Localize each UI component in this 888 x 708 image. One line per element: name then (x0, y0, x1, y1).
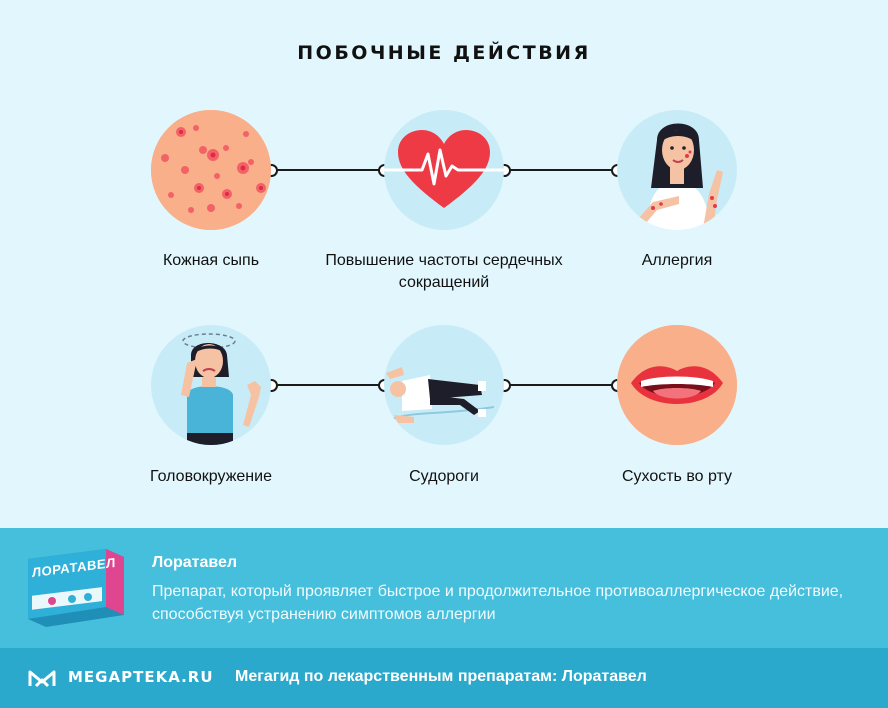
product-info-band (0, 528, 888, 648)
connector-line (504, 384, 617, 386)
effect-label-dizziness: Головокружение (150, 468, 272, 485)
product-name: Лоратавел (152, 554, 238, 571)
heart-rate-icon (384, 110, 504, 230)
page-title: ПОБОЧНЫЕ ДЕЙСТВИЯ (297, 42, 591, 64)
medicine-box-image (22, 545, 126, 629)
convulsions-person-icon (384, 325, 504, 445)
connector-line (271, 169, 384, 171)
connector-line (504, 169, 617, 171)
footer-bar (0, 648, 888, 708)
megapteka-logo-icon[interactable] (28, 666, 56, 690)
product-description: Препарат, который проявляет быстрое и пр… (152, 583, 844, 623)
dizzy-woman-icon (151, 325, 271, 445)
brand-link[interactable]: MEGAPTEKA.RU (68, 668, 214, 686)
allergy-woman-icon (617, 110, 737, 230)
effect-label-convulsions: Судороги (409, 468, 479, 485)
connector-line (271, 384, 384, 386)
effect-label-skin-rash: Кожная сыпь (162, 252, 260, 269)
effect-label-allergy: Аллергия (641, 252, 713, 269)
effect-label-dry-mouth: Сухость во рту (621, 468, 733, 485)
footer-tagline: Мегагид по лекарственным препаратам: Лор… (235, 668, 647, 685)
skin-rash-icon (151, 110, 271, 230)
dry-mouth-icon (617, 325, 737, 445)
effect-label-heart-rate: Повышение частоты сердечных сокращений (325, 252, 563, 291)
